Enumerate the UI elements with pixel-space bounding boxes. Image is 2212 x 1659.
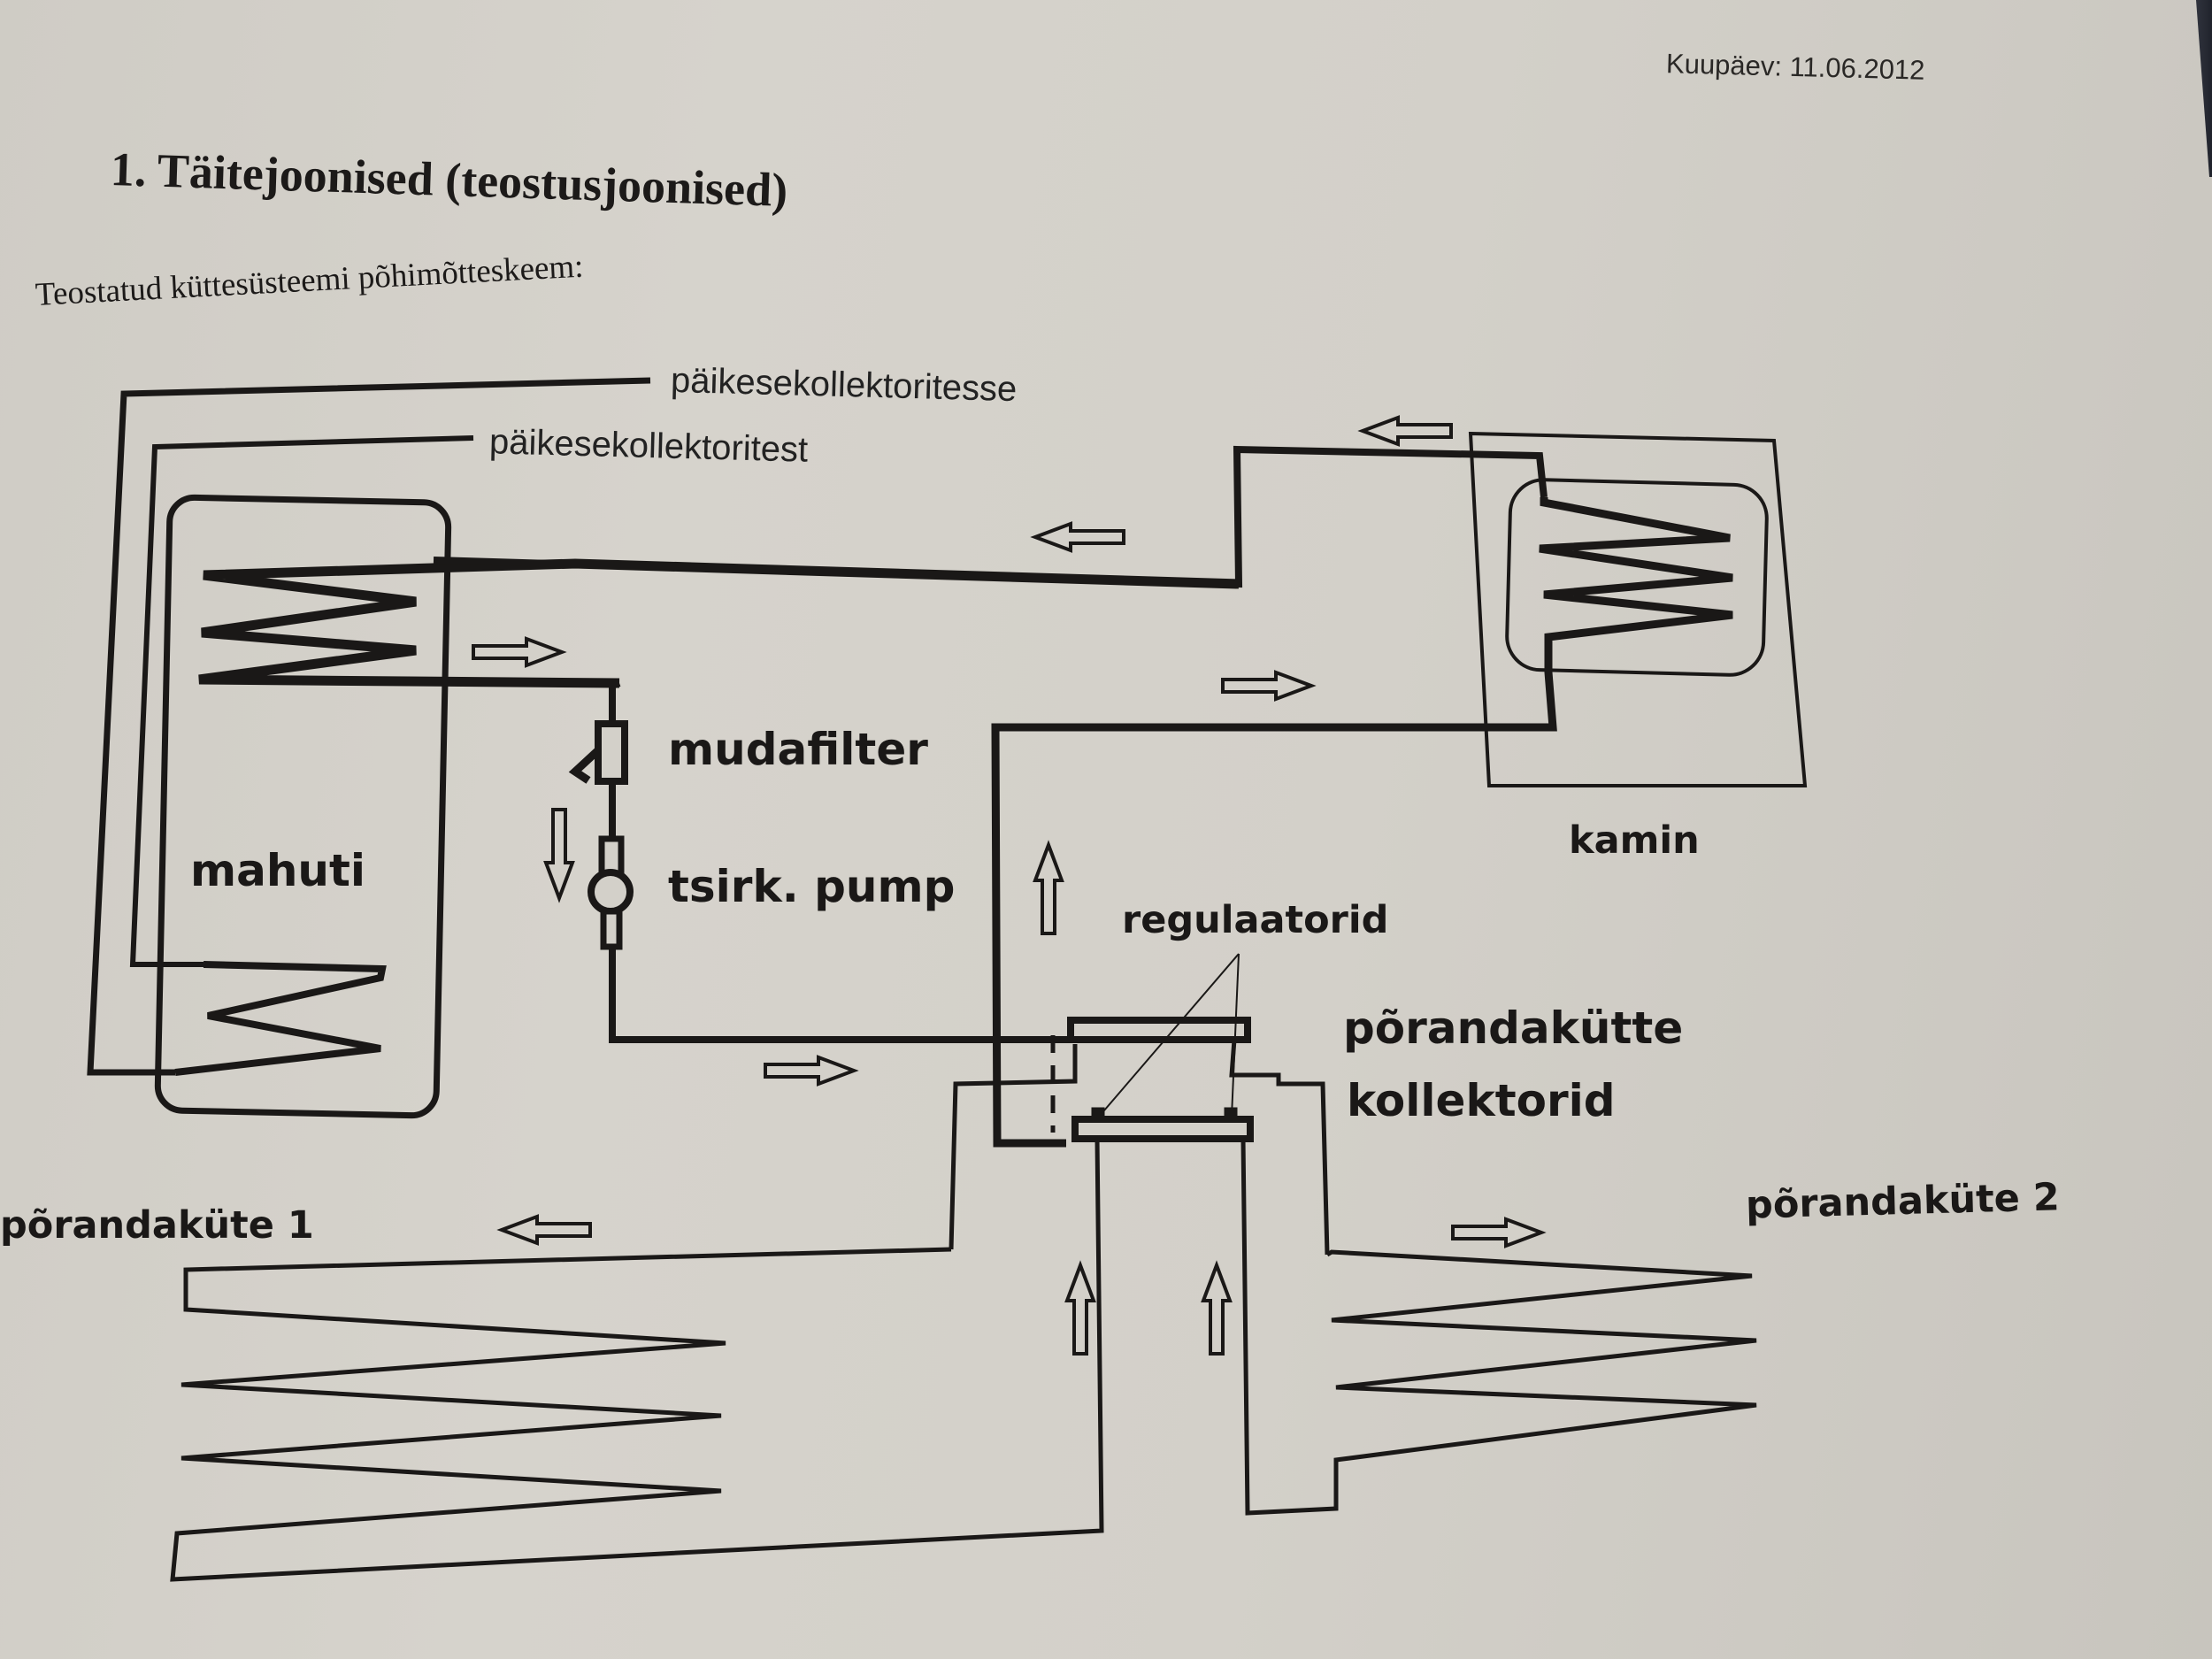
pump-circle — [588, 869, 634, 915]
label-regulators: regulaatorid — [1122, 898, 1389, 942]
label-pump: tsirk. pump — [668, 861, 956, 912]
floor-manifolds — [949, 953, 1330, 1256]
label-floor-heating-1: põrandaküte 1 — [0, 1203, 314, 1248]
regulator-knob-2 — [1224, 1107, 1238, 1121]
fireplace-inner-chamber — [1505, 478, 1769, 677]
label-mud-filter: mudafilter — [668, 724, 928, 775]
pipe-solar-to — [87, 377, 651, 1076]
flow-arrow-right-icon — [472, 636, 567, 668]
label-solar-from: päikesekollektoritest — [488, 422, 809, 470]
pipe-solar-from — [129, 435, 474, 967]
fireplace — [991, 431, 1808, 1148]
regulator-line-2 — [1231, 953, 1240, 1118]
regulator-line-1 — [1098, 953, 1240, 1118]
mud-filter-drain — [568, 747, 602, 784]
flow-arrow-right-icon — [1221, 670, 1317, 702]
label-manifolds-2: kollektorid — [1347, 1075, 1616, 1126]
circulation-pump-symbol — [588, 835, 634, 950]
flow-arrow-up-icon — [1064, 1260, 1096, 1356]
tank-body — [154, 494, 452, 1119]
flow-arrow-up-icon — [1201, 1260, 1233, 1356]
tank-lower-coil — [174, 961, 387, 1076]
solar-pipes — [87, 377, 651, 1076]
flow-arrow-left-icon — [1030, 521, 1125, 553]
flow-arrow-down-icon — [543, 808, 575, 903]
floor-heating-2-loop — [1240, 1138, 1757, 1516]
mud-filter-body — [595, 720, 628, 785]
flow-arrow-right-icon — [764, 1055, 859, 1087]
pump-lower-stem — [600, 908, 623, 950]
flow-arrow-right-icon — [1451, 1217, 1547, 1248]
pipe-kamin-return — [433, 445, 1548, 588]
fireplace-outer-box — [1468, 431, 1808, 787]
flow-arrows — [472, 415, 1547, 1356]
manifold-connector — [949, 1044, 1078, 1250]
regulator-knob-1 — [1091, 1107, 1105, 1121]
label-fireplace: kamin — [1569, 818, 1700, 863]
manifold-lower — [1071, 1116, 1254, 1142]
flow-arrow-up-icon — [1033, 840, 1064, 935]
label-tank: mahuti — [190, 845, 366, 896]
floor-heating-1-loop — [170, 1138, 1104, 1582]
flow-arrow-left-icon — [496, 1214, 592, 1246]
manifold-right-riser — [1229, 1039, 1330, 1256]
mud-filter-symbol — [568, 720, 628, 785]
flow-arrow-left-icon — [1357, 415, 1453, 447]
label-manifolds-1: põrandakütte — [1343, 1002, 1684, 1054]
fireplace-coil — [991, 497, 1733, 1148]
manifold-upper — [1067, 1017, 1251, 1043]
label-floor-heating-2: põrandaküte 2 — [1745, 1175, 2061, 1228]
